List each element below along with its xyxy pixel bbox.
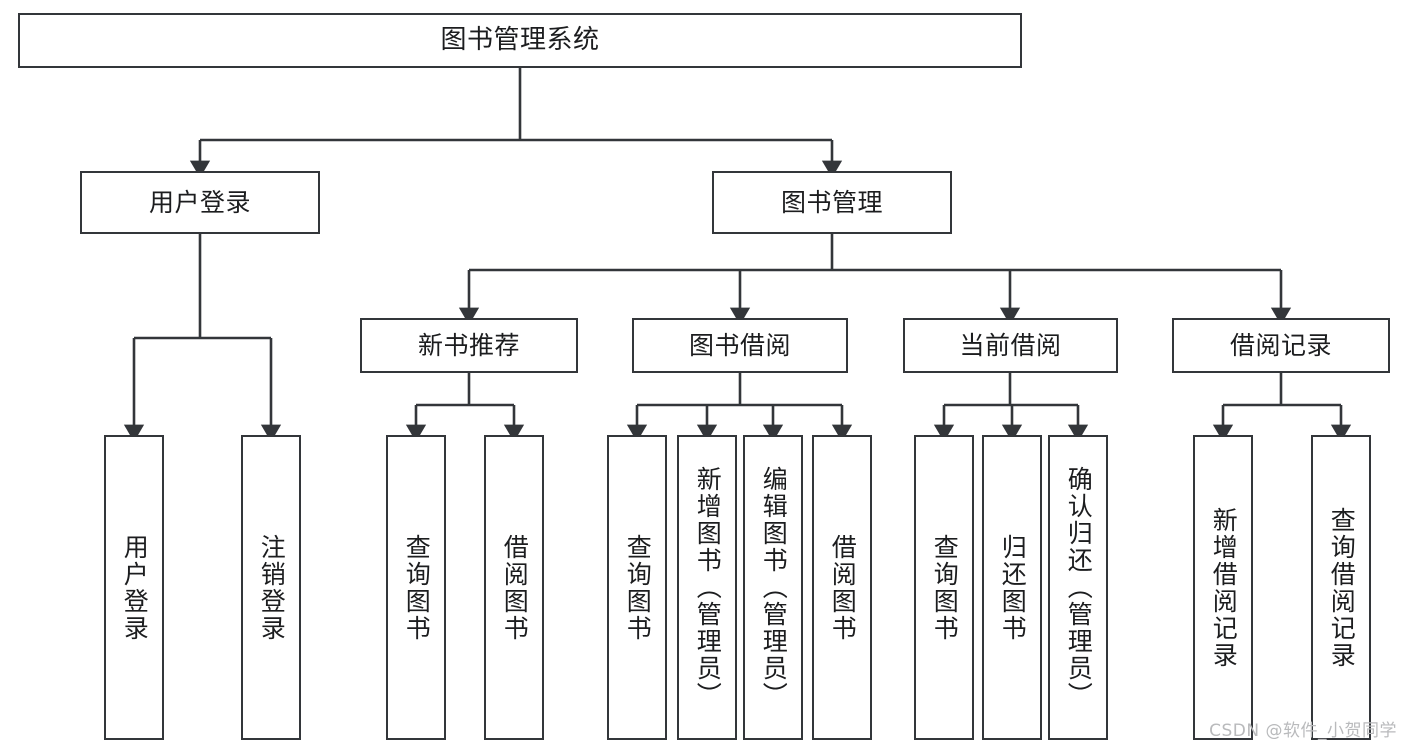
node-leaf-query-book-1[interactable]: 查询图书 xyxy=(386,435,446,740)
node-leaf-add-book[interactable]: 新增图书（管理员） xyxy=(677,435,737,740)
node-leaf-query-record[interactable]: 查询借阅记录 xyxy=(1311,435,1371,740)
node-leaf-confirm-return[interactable]: 确认归还（管理员） xyxy=(1048,435,1108,740)
node-user-login-label: 用户登录 xyxy=(148,187,251,217)
node-leaf-borrow-book-1[interactable]: 借阅图书 xyxy=(484,435,544,740)
node-leaf-borrow-book-2[interactable]: 借阅图书 xyxy=(812,435,872,740)
node-leaf-confirm-return-label: 确认归还（管理员） xyxy=(1064,466,1094,709)
node-leaf-borrow-book-2-label: 借阅图书 xyxy=(828,533,858,642)
node-root[interactable]: 图书管理系统 xyxy=(18,13,1022,68)
node-leaf-query-book-3-label: 查询图书 xyxy=(930,533,960,642)
node-leaf-edit-book[interactable]: 编辑图书（管理员） xyxy=(743,435,803,740)
node-leaf-query-book-2[interactable]: 查询图书 xyxy=(607,435,667,740)
node-leaf-return-book-label: 归还图书 xyxy=(998,533,1028,642)
csdn-watermark: CSDN @软件_小贺同学 xyxy=(1209,721,1397,741)
node-borrow-record[interactable]: 借阅记录 xyxy=(1172,318,1390,373)
node-book-borrow[interactable]: 图书借阅 xyxy=(632,318,848,373)
node-leaf-query-book-2-label: 查询图书 xyxy=(623,533,653,642)
node-leaf-add-record-label: 新增借阅记录 xyxy=(1209,506,1239,669)
node-leaf-user-login-label: 用户登录 xyxy=(120,533,150,642)
node-root-label: 图书管理系统 xyxy=(440,25,600,56)
node-leaf-add-book-label: 新增图书（管理员） xyxy=(693,466,723,709)
node-leaf-edit-book-label: 编辑图书（管理员） xyxy=(759,466,789,709)
node-leaf-query-record-label: 查询借阅记录 xyxy=(1327,506,1357,669)
node-leaf-return-book[interactable]: 归还图书 xyxy=(982,435,1042,740)
node-leaf-user-login[interactable]: 用户登录 xyxy=(104,435,164,740)
node-new-book-recommend[interactable]: 新书推荐 xyxy=(360,318,578,373)
node-leaf-logout-label: 注销登录 xyxy=(257,533,287,642)
node-leaf-query-book-3[interactable]: 查询图书 xyxy=(914,435,974,740)
node-leaf-logout[interactable]: 注销登录 xyxy=(241,435,301,740)
node-book-manage-label: 图书管理 xyxy=(780,187,883,217)
node-new-book-recommend-label: 新书推荐 xyxy=(417,330,520,360)
node-current-borrow-label: 当前借阅 xyxy=(959,330,1062,360)
node-current-borrow[interactable]: 当前借阅 xyxy=(903,318,1118,373)
node-borrow-record-label: 借阅记录 xyxy=(1229,330,1332,360)
node-user-login[interactable]: 用户登录 xyxy=(80,171,320,234)
node-leaf-query-book-1-label: 查询图书 xyxy=(402,533,432,642)
node-book-borrow-label: 图书借阅 xyxy=(688,330,791,360)
node-leaf-borrow-book-1-label: 借阅图书 xyxy=(500,533,530,642)
node-book-manage[interactable]: 图书管理 xyxy=(712,171,952,234)
node-leaf-add-record[interactable]: 新增借阅记录 xyxy=(1193,435,1253,740)
